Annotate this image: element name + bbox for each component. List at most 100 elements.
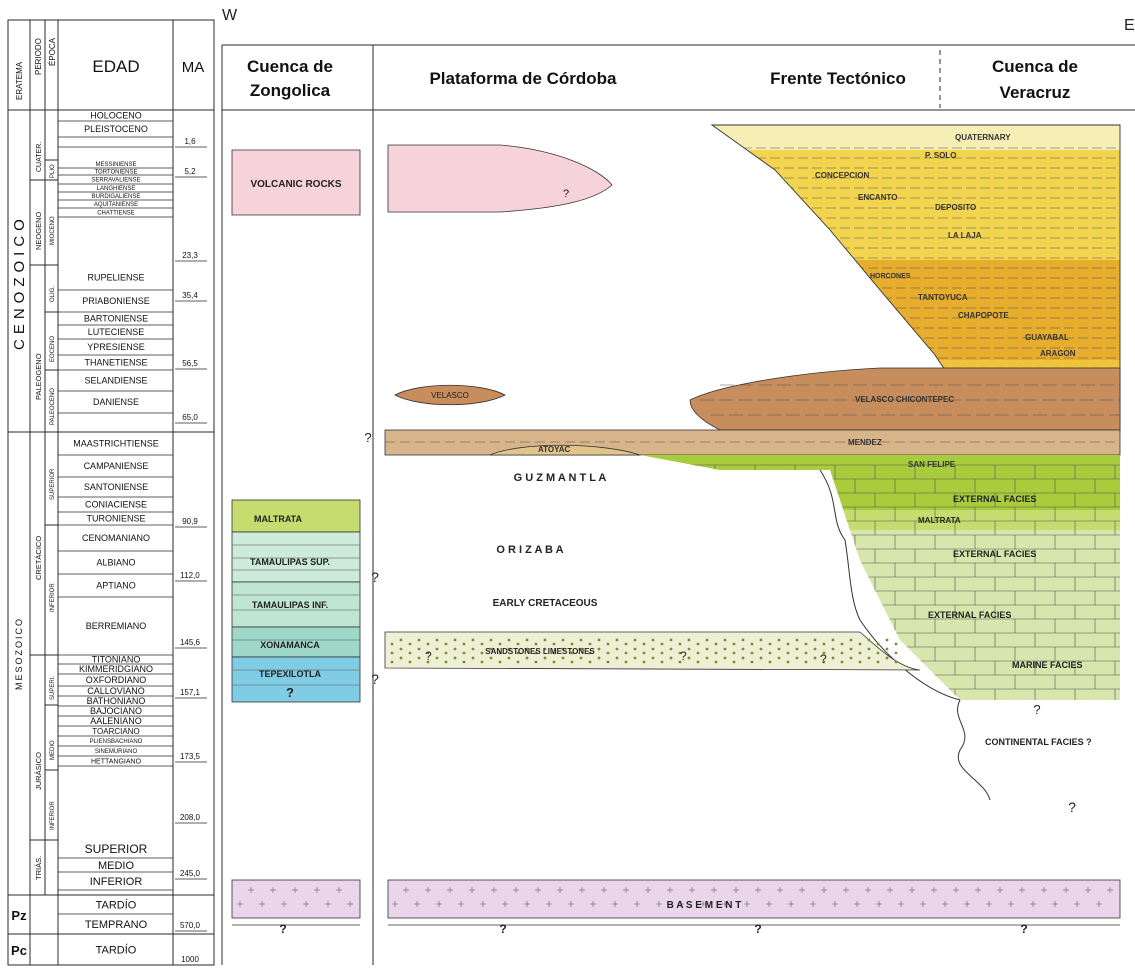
epoch-j-inferior: INFERIOR [50,801,56,830]
ma-labels: 1,65,223,335,456,565,090,9112,0145,6157,… [175,137,207,965]
age-label: SINEMURIANO [95,749,138,755]
epoch-mioceno: MIOCENO [50,216,56,245]
unit-quaternary: QUATERNARY [955,133,1011,142]
unit-early-cretaceous: EARLY CRETACEOUS [493,598,598,609]
epoch-paleoceno: PALEOCENO [50,388,56,425]
header-eratema: ERATEMA [15,61,24,100]
unknown-marker-sand1: ? [425,649,432,663]
unknown-marker-b1: ? [279,922,286,936]
ma-label: 23,3 [182,251,198,260]
unit-external-facies-2: EXTERNAL FACIES [953,549,1036,559]
period-cuater: CUATER. [36,142,43,172]
age-label: THANETIENSE [84,358,147,368]
unknown-marker-z3: ? [371,671,379,687]
age-label: APTIANO [96,581,136,591]
ma-label: 245,0 [180,869,201,878]
age-label: BARTONIENSE [84,314,148,324]
epoch-j-medio: MEDIO [50,740,56,760]
age-label: AALENIANO [90,716,142,726]
header-zongolica-2: Zongolica [250,81,331,100]
age-label: BAJOCIANO [90,706,142,716]
era-pc: Pc [11,943,27,958]
age-label: TURONIENSE [86,514,145,524]
tepexilotla-zongolica [232,657,360,702]
unit-sandstones-limestones: SANDSTONES LIMESTONES [485,647,595,656]
unit-guayabal: GUAYABAL [1025,333,1069,342]
unknown-marker-volcanic: ? [563,188,569,200]
age-label: TORTONIENSE [94,170,137,176]
age-labels: HOLOCENO PLEISTOCENO MESSINIENSE TORTONIENS… [73,111,159,957]
age-label: CALLOVIANO [87,686,145,696]
age-label: SELANDIENSE [84,376,147,386]
ma-label: 1000 [181,955,199,964]
epoch-k-superior: SUPERIOR [50,468,56,500]
period-cretacico: CRETÁCICO [34,536,43,580]
period-neogeno: NEOGENO [34,211,43,250]
ma-label: 56,5 [182,359,198,368]
mendez-layer [385,430,1120,455]
epoch-plio: PLIO [50,164,56,178]
unit-chapopote: CHAPOPOTE [958,311,1009,320]
age-label: DANIENSE [93,397,139,407]
age-label: ALBIANO [96,558,135,568]
continental-facies-line [958,700,990,800]
unit-deposito: DEPOSITO [935,203,976,212]
period-trias: TRIÁS. [34,856,43,880]
sandstones-limestones-layer [385,632,920,670]
header-periodo: PERIODO [34,38,43,75]
age-label: CENOMANIANO [82,533,150,543]
unit-encanto: ENCANTO [858,193,897,202]
age-label: LUTECIENSE [88,327,145,337]
age-label: PLIENSBACHIANO [90,739,143,745]
epoch-j-superior: SUPERI. [50,676,56,700]
header-zongolica-1: Cuenca de [247,57,333,76]
zongolica-column [232,150,360,702]
period-jurasico: JURÁSICO [34,752,43,790]
age-label: MEDIO [98,860,135,872]
age-label: PLEISTOCENO [84,124,148,134]
era-cenozoico: CENOZOICO [11,214,28,350]
unit-guzmantla: G U Z M A N T L A [514,472,607,484]
unit-la-laja: LA LAJA [948,231,982,240]
unit-velasco: VELASCO [431,391,469,400]
unit-basement: B A S E M E N T [667,900,742,911]
unit-marine-facies: MARINE FACIES [1012,660,1083,670]
age-label: BATHONIANO [87,696,146,706]
unit-orizaba: O R I Z A B A [496,544,563,556]
unit-xonamanca: XONAMANCA [260,640,320,650]
age-label: AQUITANIENSE [94,202,138,208]
unit-aragon: ARAGON [1040,349,1076,358]
ma-label: 1,6 [184,137,196,146]
age-label: TEMPRANO [85,919,148,931]
unit-volcanic-rocks: VOLCANIC ROCKS [250,179,341,190]
unknown-marker-sand2: ? [680,649,687,663]
unit-external-facies-1: EXTERNAL FACIES [953,494,1036,504]
age-label: KIMMERIDGIANO [79,664,153,674]
age-label: MAASTRICHTIENSE [73,439,159,449]
ma-label: 90,9 [182,517,198,526]
unit-san-felipe: SAN FELIPE [908,460,956,469]
unknown-marker-marine: ? [1033,702,1040,717]
unit-horcones: HORCONES [870,273,911,280]
epoch-olig: OLIG. [50,286,56,302]
age-label: RUPELIENSE [87,273,144,283]
era-pz: Pz [11,908,27,923]
age-label: PRIABONIENSE [82,296,150,306]
unknown-marker-z2: ? [371,569,379,585]
unit-velasco-chicontepec: VELASCO CHICONTEPEC [855,395,954,404]
age-label: TOARCIANO [92,727,139,736]
age-label: CAMPANIENSE [84,461,149,471]
age-label: TARDÍO [96,898,137,911]
age-label: MESSINIENSE [95,162,136,168]
unknown-marker-tepexilotla: ? [286,685,294,700]
unit-tantoyuca: TANTOYUCA [918,293,968,302]
header-cordoba: Plataforma de Córdoba [429,69,617,88]
header-edad: EDAD [92,57,139,76]
ma-label: 5,2 [184,167,196,176]
unit-atoyac: ATOYAC [538,445,571,454]
age-label: HOLOCENO [90,111,142,121]
header-veracruz-1: Cuenca de [992,57,1078,76]
age-label: SUPERIOR [85,842,148,856]
volcanic-tongue-cordoba [388,145,612,212]
